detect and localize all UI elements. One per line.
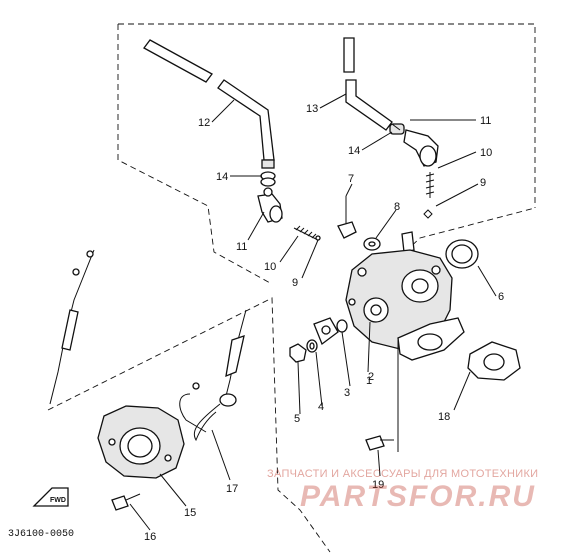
drawing-code: 3J6100-0050 [8, 529, 74, 540]
label-18: 18 [438, 411, 450, 423]
svg-text:PARTSFOR.RU: PARTSFOR.RU [300, 480, 536, 513]
gasket-18 [467, 341, 521, 381]
label-12: 12 [198, 117, 210, 129]
label-15: 15 [184, 507, 196, 519]
elbow-fitting-11-left [257, 187, 283, 223]
label-9-left: 9 [292, 277, 298, 289]
washer-3 [336, 319, 348, 333]
label-11-left: 11 [236, 241, 247, 253]
label-17: 17 [226, 483, 238, 495]
label-1: 1 [366, 375, 372, 387]
pump-cover-15 [97, 405, 185, 479]
fwd-label: FWD [50, 497, 66, 504]
label-5: 5 [294, 413, 300, 425]
pump-outlet-nipple [401, 231, 415, 253]
check-valve-10-left [293, 225, 321, 241]
leader-lines [129, 93, 497, 531]
label-10-left: 10 [264, 261, 276, 273]
throttle-cable [49, 249, 95, 405]
pump-group-outline [404, 207, 536, 253]
label-6: 6 [498, 291, 504, 303]
label-7: 7 [348, 173, 354, 185]
label-9-right: 9 [480, 177, 486, 189]
label-14-left: 14 [216, 171, 228, 183]
label-16: 16 [144, 531, 156, 543]
label-14-right: 14 [348, 145, 360, 157]
watermark-tagline: ЗАПЧАСТИ И АКСЕССУАРЫ ДЛЯ МОТОТЕХНИКИ [267, 468, 539, 480]
clamp-14-left [260, 171, 276, 187]
label-4: 4 [318, 401, 324, 413]
cable-group-outline [47, 297, 331, 553]
label-2: 2 [368, 371, 374, 383]
label-19: 19 [372, 479, 384, 491]
screw-7 [337, 196, 357, 239]
label-8: 8 [394, 201, 400, 213]
nut-5 [289, 343, 307, 363]
label-11-right: 11 [480, 115, 491, 127]
elbow-fitting-11-right [391, 123, 439, 167]
washer-4 [306, 339, 318, 353]
oring-8 [363, 237, 381, 251]
seal-6 [445, 239, 479, 269]
hose-group-outline [117, 23, 536, 285]
hose-12 [143, 39, 275, 169]
hose-13 [343, 37, 393, 131]
label-10-right: 10 [480, 147, 492, 159]
screw-16 [111, 493, 141, 511]
clamp-14-right [389, 123, 405, 135]
label-3: 3 [344, 387, 350, 399]
bolt-19 [365, 435, 394, 451]
label-13: 13 [306, 103, 318, 115]
pump-cable-17 [179, 309, 247, 442]
fwd-arrow-icon [32, 487, 69, 507]
oil-pump-body-1 [345, 249, 465, 361]
pulley-2 [313, 317, 339, 346]
check-valve-10-right [423, 172, 435, 219]
partsfor-logo-watermark: PARTSFOR.RU [300, 480, 536, 513]
